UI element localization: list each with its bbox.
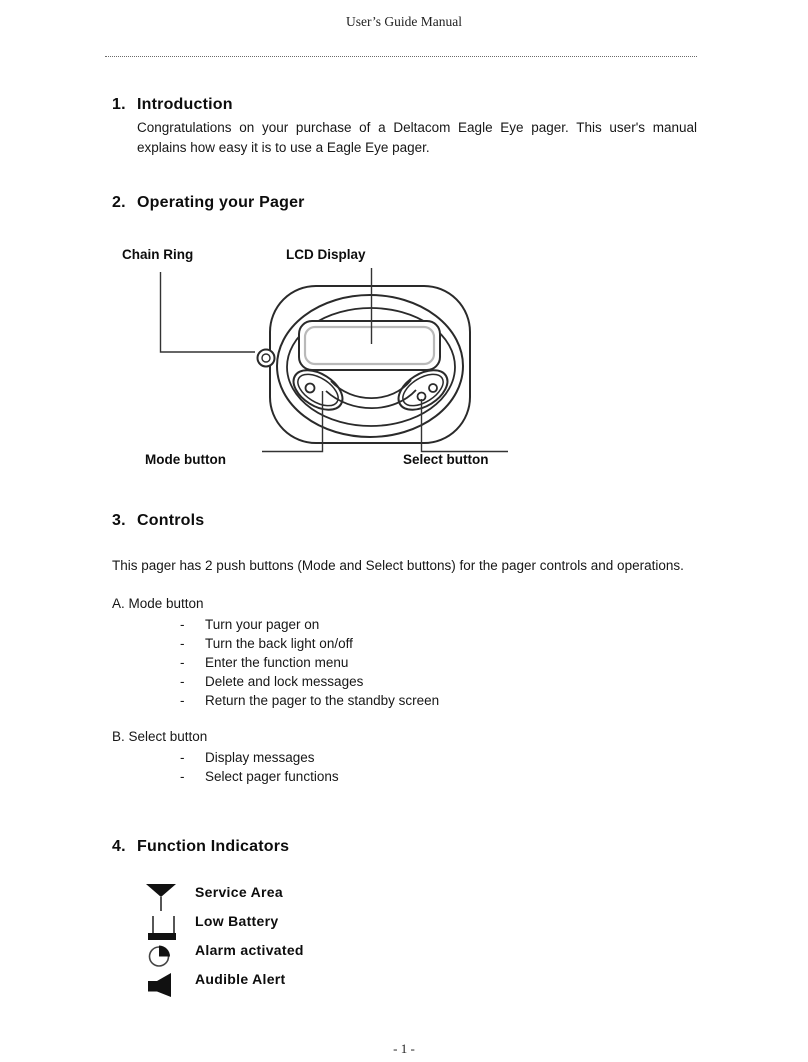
mode-button-dot [304, 382, 316, 394]
list-item-text: Display messages [205, 750, 315, 765]
list-dash: - [180, 674, 185, 689]
select-button-list: - Display messages - Select pager functi… [180, 748, 339, 786]
mode-button-leader-line [262, 391, 324, 453]
list-item-text: Turn the back light on/off [205, 636, 353, 651]
list-item: - Enter the function menu [180, 653, 439, 672]
lcd-inner-frame [303, 325, 436, 366]
list-item: - Turn the back light on/off [180, 634, 439, 653]
section-title: Function Indicators [137, 838, 290, 855]
battery-low-icon [148, 916, 176, 940]
list-item-text: Return the pager to the standby screen [205, 693, 440, 708]
list-item: - Select pager functions [180, 767, 339, 786]
header-divider [105, 56, 697, 57]
chain-ring-leader-line [159, 272, 255, 353]
indicator-label-audible-alert: Audible Alert [195, 971, 286, 987]
alarm-clock-icon [148, 945, 170, 967]
mode-button-list-heading: A. Mode button [112, 596, 204, 611]
list-item: - Display messages [180, 748, 339, 767]
section-heading-operating: 2. Operating your Pager [112, 194, 305, 212]
section-title: Controls [137, 512, 205, 529]
section-number: 4. [112, 838, 126, 855]
list-item: - Delete and lock messages [180, 672, 439, 691]
pod-bridge-lower-curve [325, 389, 417, 409]
mode-button-list: - Turn your pager on - Turn the back lig… [180, 615, 439, 710]
section-heading-introduction: 1. Introduction [112, 96, 233, 114]
section-heading-function-indicators: 4. Function Indicators [112, 838, 289, 856]
antenna-icon [146, 884, 176, 911]
list-item: - Return the pager to the standby screen [180, 691, 439, 710]
indicator-label-low-battery: Low Battery [195, 913, 279, 929]
controls-paragraph: This pager has 2 push buttons (Mode and … [112, 558, 684, 573]
indicator-label-alarm-activated: Alarm activated [195, 942, 304, 958]
select-button-dot-upper [428, 383, 438, 393]
introduction-paragraph: Congratulations on your purchase of a De… [137, 120, 697, 155]
list-dash: - [180, 617, 185, 632]
select-button-label: Select button [403, 452, 489, 467]
lcd-display-label: LCD Display [286, 247, 366, 262]
pager-line-art [159, 268, 508, 453]
section-number: 1. [112, 96, 126, 113]
chain-ring-label: Chain Ring [122, 247, 194, 262]
mode-button-label: Mode button [145, 452, 226, 467]
chain-ring-hole [261, 353, 271, 363]
section-number: 3. [112, 512, 126, 529]
page-number: - 1 - [393, 1041, 415, 1056]
list-dash: - [180, 655, 185, 670]
list-item-text: Select pager functions [205, 769, 339, 784]
pod-bridge-upper-curve [330, 379, 412, 399]
list-dash: - [180, 750, 185, 765]
list-dash: - [180, 693, 185, 708]
speaker-icon [148, 973, 171, 997]
section-heading-controls: 3. Controls [112, 512, 204, 530]
section-title: Introduction [137, 96, 233, 113]
list-item-text: Turn your pager on [205, 617, 320, 632]
list-item-text: Delete and lock messages [205, 674, 364, 689]
mode-button-pod [292, 369, 344, 411]
list-dash: - [180, 636, 185, 651]
page-header-title: User’s Guide Manual [346, 14, 462, 29]
pager-face-outer-oval [276, 294, 464, 438]
select-button-leader-line [420, 399, 508, 453]
select-button-list-heading: B. Select button [112, 729, 208, 744]
list-dash: - [180, 769, 185, 784]
list-item: - Turn your pager on [180, 615, 439, 634]
section-title: Operating your Pager [137, 194, 305, 211]
list-item-text: Enter the function menu [205, 655, 349, 670]
pager-diagram: Chain Ring LCD Display Mode button Selec… [100, 240, 720, 485]
indicator-label-service-area: Service Area [195, 884, 283, 900]
section-number: 2. [112, 194, 126, 211]
